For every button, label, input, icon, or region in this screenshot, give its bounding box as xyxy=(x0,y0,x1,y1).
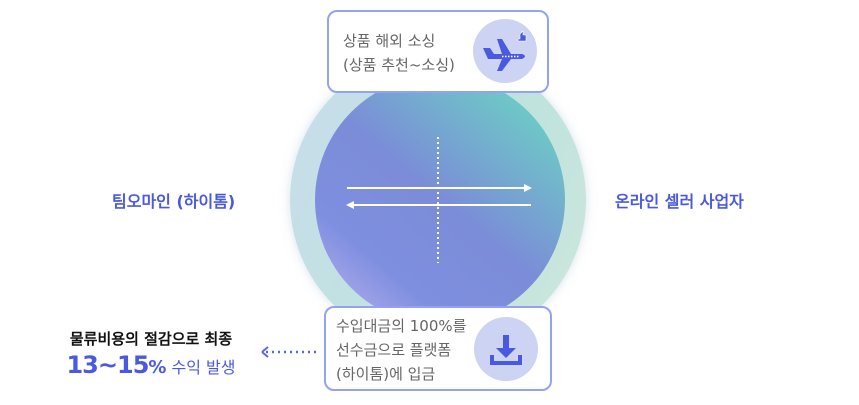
center-circle xyxy=(315,75,565,325)
left-label: 팀오마인 (하이톰) xyxy=(112,192,236,211)
result-line1: 물류비용의 절감으로 최종 xyxy=(69,330,233,348)
bottom-box-line2: 선수금으로 플랫폼 xyxy=(336,341,452,359)
bottom-box-line1: 수입대금의 100%를 xyxy=(336,317,467,335)
bottom-box: 수입대금의 100%를 선수금으로 플랫폼 (하이톰)에 입금 xyxy=(324,306,552,391)
result-line2: 13~15% 수익 발생 xyxy=(56,351,246,379)
bottom-box-text: 수입대금의 100%를 선수금으로 플랫폼 (하이톰)에 입금 xyxy=(336,314,466,386)
result-rest: 수익 발생 xyxy=(166,358,236,377)
right-arrow xyxy=(347,184,532,192)
bottom-box-line3: (하이톰)에 입금 xyxy=(336,365,436,383)
dotted-left-arrow xyxy=(261,346,318,358)
top-box-line2: (상품 추천~소싱) xyxy=(343,56,455,74)
top-box: 상품 해외 소싱 (상품 추천~소싱) xyxy=(327,10,549,93)
result-text: 물류비용의 절감으로 최종 13~15% 수익 발생 xyxy=(56,328,246,379)
airplane-icon xyxy=(473,19,537,83)
result-percent-value: 13~15 xyxy=(66,351,149,379)
right-label: 온라인 셀러 사업자 xyxy=(615,192,744,211)
top-box-text: 상품 해외 소싱 (상품 추천~소싱) xyxy=(343,29,455,77)
left-arrow xyxy=(346,201,531,209)
download-icon xyxy=(474,317,538,381)
result-percent-sign: % xyxy=(148,357,167,378)
top-box-line1: 상품 해외 소싱 xyxy=(343,32,436,50)
